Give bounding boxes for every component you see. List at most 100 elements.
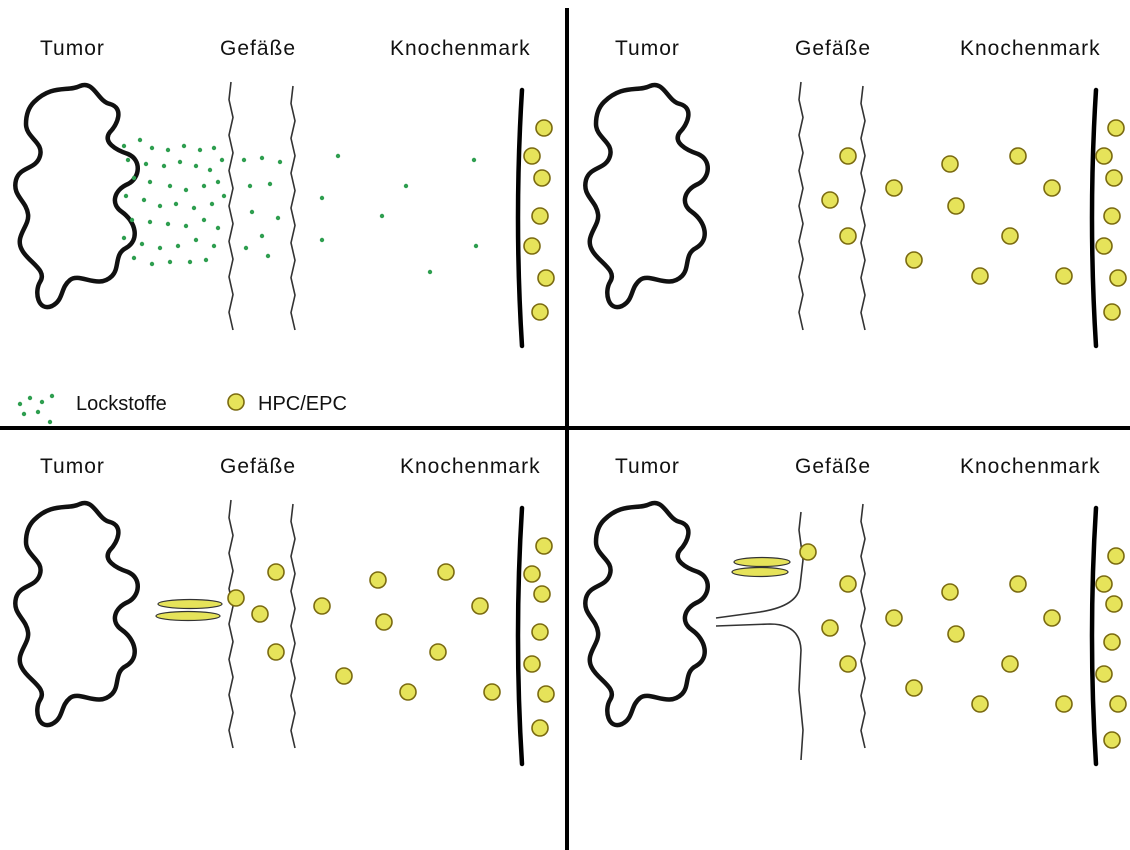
attractant-dot-p1-14 [132, 176, 136, 180]
attractant-dot-p1-46 [278, 160, 282, 164]
attractant-dot-legend-2 [40, 400, 44, 404]
attractant-dot-p1-16 [168, 184, 172, 188]
legend-cells-label: HPC/EPC [258, 394, 347, 414]
attractant-dot-p1-38 [212, 244, 216, 248]
tumor-outline-4 [585, 503, 707, 725]
hpc-epc-cell-p3-7 [400, 684, 416, 700]
vessel-wall-right-2 [861, 86, 865, 330]
hpc-epc-cell-p4-11 [1056, 696, 1072, 712]
attractant-dot-p1-44 [242, 158, 246, 162]
hpc-epc-cell-p4-10 [1044, 610, 1060, 626]
migrating-cell-p4-a [734, 558, 790, 567]
hpc-epc-cell-p1-5 [538, 270, 554, 286]
hpc-epc-cell-p2-11 [1056, 268, 1072, 284]
attractant-dot-p1-7 [126, 158, 130, 162]
bone-marrow-wall-3 [518, 508, 522, 764]
attractant-dot-p1-21 [142, 198, 146, 202]
attractant-dot-p1-49 [250, 210, 254, 214]
hpc-epc-cell-p2-9 [1010, 148, 1026, 164]
attractant-dot-p1-18 [202, 184, 206, 188]
hpc-epc-cell-p4-16 [1096, 666, 1112, 682]
hpc-epc-cell-p3-16 [524, 656, 540, 672]
hpc-epc-cell-p2-16 [1096, 238, 1112, 254]
attractant-dot-p1-20 [124, 194, 128, 198]
migrating-cell-p3-b [156, 612, 220, 621]
hpc-epc-cell-p2-15 [1104, 208, 1120, 224]
attractant-dot-p1-41 [168, 260, 172, 264]
attractant-dot-p1-2 [150, 146, 154, 150]
hpc-epc-cell-p2-12 [1108, 120, 1124, 136]
vessel-wall-left-2 [799, 82, 803, 330]
attractant-dot-p1-23 [174, 202, 178, 206]
attractant-dot-p1-8 [144, 162, 148, 166]
attractant-dot-p1-22 [158, 204, 162, 208]
attractant-dot-p1-33 [122, 236, 126, 240]
attractant-dot-p1-32 [216, 226, 220, 230]
hpc-epc-cell-p4-8 [1002, 656, 1018, 672]
panel-1-label-tumor: Tumor [40, 38, 105, 59]
tumor-outline-3 [15, 503, 137, 725]
hpc-epc-cell-p4-3 [886, 610, 902, 626]
hpc-epc-cell-p3-14 [534, 586, 550, 602]
attractant-dot-p1-9 [162, 164, 166, 168]
hpc-epc-cell-p4-2 [840, 656, 856, 672]
attractant-dot-p1-50 [276, 216, 280, 220]
attractant-dot-p1-11 [194, 164, 198, 168]
attractant-dot-p1-19 [216, 180, 220, 184]
hpc-epc-cell-p2-14 [1106, 170, 1122, 186]
hpc-epc-cell-p2-3 [886, 180, 902, 196]
legend-yellow-cell-icon [228, 394, 244, 410]
attractant-dot-legend-6 [48, 420, 52, 424]
hpc-epc-cell-p4-12 [1108, 548, 1124, 564]
hpc-epc-cell-p3-8 [430, 644, 446, 660]
attractant-dot-p1-34 [140, 242, 144, 246]
hpc-epc-cell-p2-10 [1044, 180, 1060, 196]
attractant-dot-p1-58 [320, 238, 324, 242]
attractant-dot-p1-4 [182, 144, 186, 148]
hpc-epc-cell-p2-2 [840, 228, 856, 244]
attractant-dot-legend-0 [18, 402, 22, 406]
attractant-dot-p1-36 [176, 244, 180, 248]
hpc-epc-cell-p3-3 [314, 598, 330, 614]
attractant-dot-p1-12 [208, 168, 212, 172]
attractant-dot-p1-57 [320, 196, 324, 200]
hpc-epc-cell-p4-15 [1104, 634, 1120, 650]
attractant-dot-p1-56 [380, 214, 384, 218]
attractant-dot-p1-17 [184, 188, 188, 192]
attractant-dot-p1-28 [148, 220, 152, 224]
bone-marrow-wall-1 [518, 90, 522, 346]
attractant-dot-p1-55 [404, 184, 408, 188]
attractant-dot-p1-35 [158, 246, 162, 250]
hpc-epc-cell-p3-9 [438, 564, 454, 580]
hpc-epc-cell-p1-2 [534, 170, 550, 186]
hpc-epc-cell-p2-6 [948, 198, 964, 214]
attractant-dot-p1-60 [474, 244, 478, 248]
hpc-epc-cell-p2-4 [906, 252, 922, 268]
hpc-epc-cell-p2-13 [1096, 148, 1112, 164]
hpc-epc-cell-p1-0 [536, 120, 552, 136]
hpc-epc-cell-p4-13 [1096, 576, 1112, 592]
hpc-epc-cell-p1-1 [524, 148, 540, 164]
attractant-dot-p1-5 [198, 148, 202, 152]
hpc-epc-cell-p4-14 [1106, 596, 1122, 612]
hpc-epc-cell-p4-18 [1104, 732, 1120, 748]
attractant-dot-p1-48 [268, 182, 272, 186]
attractant-dot-p1-3 [166, 148, 170, 152]
hpc-epc-cell-p3-15 [532, 624, 548, 640]
migrating-cell-p4-b [732, 568, 788, 577]
attractant-dot-p1-30 [184, 224, 188, 228]
attractant-dot-legend-3 [50, 394, 54, 398]
panel-4-label-bone-marrow: Knochenmark [960, 456, 1101, 477]
hpc-epc-cell-p4-7 [972, 696, 988, 712]
attractant-dot-p1-45 [260, 156, 264, 160]
attractant-dot-p1-59 [472, 158, 476, 162]
hpc-epc-cell-p3-11 [484, 684, 500, 700]
attractant-dot-p1-13 [220, 158, 224, 162]
hpc-epc-cell-p4-0 [840, 576, 856, 592]
migrating-cell-p3-a [158, 600, 222, 609]
hpc-epc-cell-p2-8 [1002, 228, 1018, 244]
attractant-dot-p1-25 [210, 202, 214, 206]
attractant-dot-p1-42 [188, 260, 192, 264]
